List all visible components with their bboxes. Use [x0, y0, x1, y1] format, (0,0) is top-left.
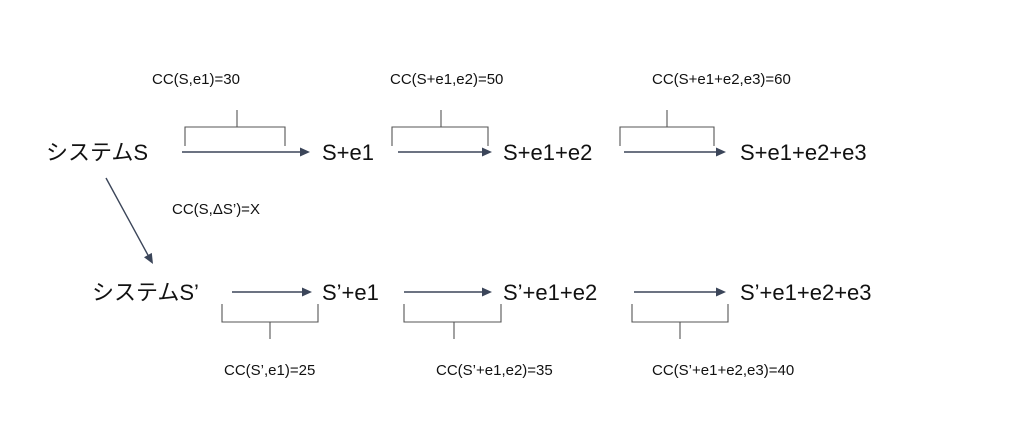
arrow-diagonal: [105, 177, 153, 264]
brace-top-2: [391, 110, 489, 146]
cost-top-2: CC(S+e1,e2)=50: [390, 71, 503, 88]
arrow-bottom-1: [232, 287, 312, 297]
cost-bottom-3: CC(S’+e1+e2,e3)=40: [652, 362, 794, 379]
arrow-top-1: [182, 147, 310, 157]
brace-bottom-3: [631, 304, 729, 339]
node-s-e1-e2: S+e1+e2: [503, 140, 592, 165]
arrow-top-2: [398, 147, 492, 157]
node-s-e1-e2-e3: S+e1+e2+e3: [740, 140, 867, 165]
brace-bottom-2: [403, 304, 502, 339]
node-sp-e1-e2-e3: S’+e1+e2+e3: [740, 280, 872, 305]
node-s-e1: S+e1: [322, 140, 374, 165]
brace-top-3: [619, 110, 715, 146]
arrow-top-3: [624, 147, 726, 157]
cost-top-1: CC(S,e1)=30: [152, 71, 240, 88]
brace-bottom-1: [221, 304, 319, 339]
brace-top-1: [184, 110, 286, 146]
node-sp-e1-e2: S’+e1+e2: [503, 280, 597, 305]
cost-bottom-2: CC(S’+e1,e2)=35: [436, 362, 553, 379]
arrow-bottom-3: [634, 287, 726, 297]
cost-top-3: CC(S+e1+e2,e3)=60: [652, 71, 791, 88]
node-system-s-prime: システムS’: [92, 280, 199, 305]
node-system-s: システムS: [46, 140, 148, 165]
cost-diagonal: CC(S,ΔS’)=X: [172, 201, 260, 218]
node-sp-e1: S’+e1: [322, 280, 379, 305]
arrow-bottom-2: [404, 287, 492, 297]
cost-bottom-1: CC(S’,e1)=25: [224, 362, 315, 379]
